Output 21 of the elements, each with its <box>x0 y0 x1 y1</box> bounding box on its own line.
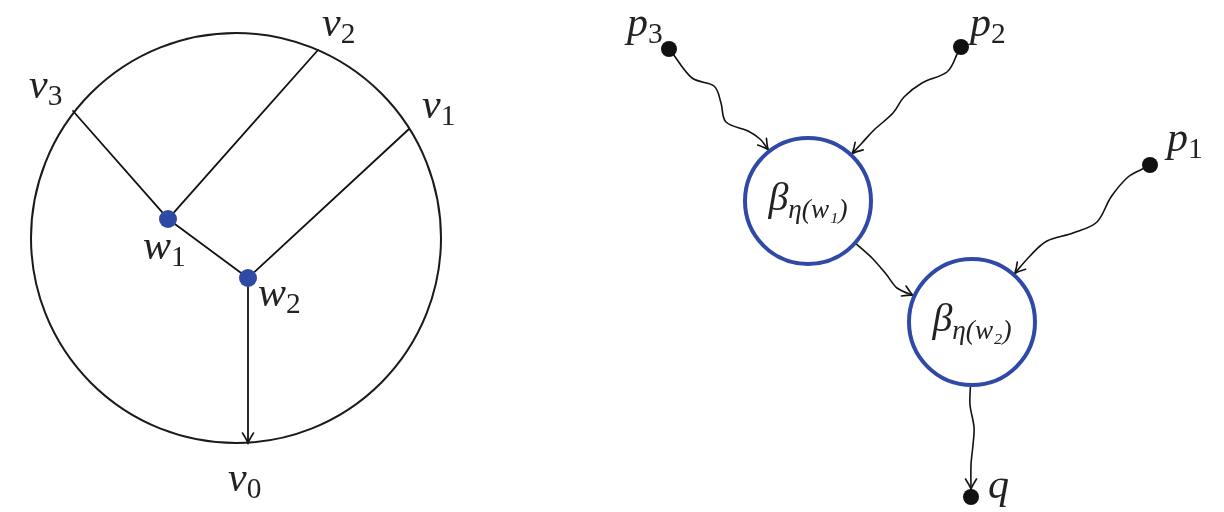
node-label: β$_{η(w₁)}$ <box>768 176 848 226</box>
circle-node <box>907 257 1037 387</box>
point-dot <box>159 210 177 228</box>
point-label: q <box>988 462 1009 507</box>
circle-node <box>743 136 873 266</box>
point-dot <box>661 41 677 57</box>
vertex-label: v$_{0}$ <box>228 455 262 500</box>
point-dot <box>953 39 969 55</box>
vertex-label: v$_{1}$ <box>422 82 456 127</box>
point-dot <box>1142 157 1158 173</box>
point-dot <box>963 489 979 505</box>
connector-line <box>174 223 242 274</box>
point-label: w$_{2}$ <box>258 270 301 315</box>
vertex-label: v$_{2}$ <box>322 0 356 45</box>
vertex-label: v$_{3}$ <box>29 62 63 107</box>
point-dot <box>239 269 257 287</box>
connector-line <box>173 49 319 214</box>
point-label: w$_{1}$ <box>143 223 186 268</box>
node-label: β$_{η(w₂)}$ <box>932 297 1012 347</box>
connector-line <box>253 128 410 273</box>
connector-line <box>72 110 163 214</box>
